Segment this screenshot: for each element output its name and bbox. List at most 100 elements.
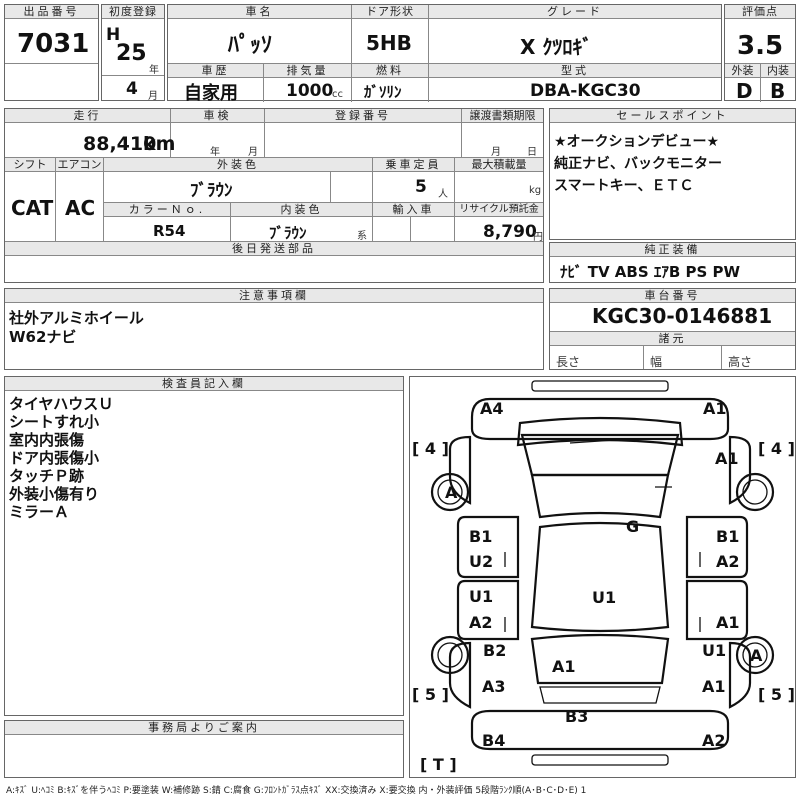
inspector-cell: 検査員記入欄 タイヤハウスＵ シートすれ小 室内内張傷 ドア内張傷小 タッチＰ跡… (4, 376, 404, 716)
grade-label: グレード (429, 5, 721, 19)
score-cell: 評価点 3.5 外装 内装 D B (724, 4, 796, 103)
damage-front-right: A1 (703, 399, 727, 418)
inspector-line-6: 外装小傷有り (9, 485, 100, 503)
inspection-month-unit: 月 (248, 147, 258, 158)
load-unit: kg (529, 185, 542, 196)
exterior-grade: D (736, 79, 753, 103)
inspector-line-3: 室内内張傷 (9, 431, 85, 449)
damage-right-door-2: A2 (716, 552, 740, 571)
caution-label: 注意事項欄 (5, 289, 543, 303)
details-block: 走行 車検 登録番号 譲渡書類期限 88,410 km 年 月 月 日 シフト … (4, 108, 544, 283)
equipment-cell: 純正装備 ﾅﾋﾞ TV ABS ｴｱB PS PW (549, 242, 796, 283)
office-label: 事務局よりご案内 (5, 721, 403, 735)
door-label: ドア形状 (352, 5, 428, 19)
lot-label: 出品番号 (5, 5, 98, 19)
displacement-unit: cc (332, 89, 343, 100)
caution-line-2: W62ナビ (9, 328, 77, 346)
dims-label: 諸元 (550, 332, 795, 346)
transfer-month: 月 (491, 147, 501, 158)
bracket-front-left: [ 4 ] (412, 439, 449, 458)
transfer-label: 譲渡書類期限 (462, 109, 543, 123)
registration-label: 初度登録 (102, 5, 164, 19)
displacement: 1000 (286, 81, 334, 101)
damage-right-fender: A1 (715, 449, 739, 468)
inspection-label: 車検 (171, 109, 264, 123)
damage-diagram: A4 A1 [ 4 ] [ 4 ] A1 A G B1 U2 B1 A2 U1 … (409, 376, 796, 778)
damage-right-rear-door: A1 (716, 613, 740, 632)
mileage: 88,410 (83, 133, 157, 155)
mileage-unit: km (143, 133, 176, 155)
damage-right-quarter: U1 (702, 641, 727, 660)
car-name: ﾊﾟｯｿ (228, 33, 273, 58)
interior-color-unit: 系 (357, 231, 367, 242)
registration-month: 4 (126, 79, 138, 99)
car-outline (430, 380, 775, 766)
sales-points-cell: セールスポイント ★オークションデビュー★ 純正ナビ、バックモニター スマートキ… (549, 108, 796, 240)
sales-point-2: 純正ナビ、バックモニター (554, 156, 722, 172)
damage-rear-left: B4 (482, 731, 506, 750)
model-label: 型式 (429, 64, 721, 78)
recycle-fee: 8,790 (483, 222, 537, 242)
legend: A:ｷｽﾞ U:ﾍｺﾐ B:ｷｽﾞを伴うﾍｺﾐ P:要塗装 W:補修跡 S:錆 … (6, 786, 587, 796)
lot-number: 7031 (17, 29, 90, 59)
bracket-front-right: [ 4 ] (758, 439, 795, 458)
damage-right-quarter-lower: A1 (702, 677, 726, 696)
length-label: 長さ (556, 355, 581, 369)
damage-left-rear-door-2: A2 (469, 613, 493, 632)
interior-grade-label: 内装 (761, 64, 795, 78)
damage-tire-rear-right: A (750, 646, 763, 665)
inspection-year-unit: 年 (210, 147, 220, 158)
grade: X ｸﾂﾛｷﾞ (520, 35, 593, 59)
damage-floor: U1 (592, 588, 617, 607)
damage-right-door-1: B1 (716, 527, 740, 546)
damage-front-left: A4 (480, 399, 504, 418)
bracket-rear-right: [ 5 ] (758, 685, 795, 704)
chassis-number: KGC30-0146881 (592, 304, 773, 328)
inspector-line-7: ミラーＡ (9, 503, 70, 521)
color-number: R54 (153, 222, 186, 240)
height-label: 高さ (728, 355, 753, 369)
damage-left-rear-door-1: U1 (469, 587, 494, 606)
sales-point-3: スマートキー、ＥＴＣ (554, 178, 694, 194)
capacity-label: 乗車定員 (373, 158, 454, 172)
sales-point-1: ★オークションデビュー★ (554, 134, 720, 150)
damage-tire-front-left: A (445, 483, 458, 502)
inspector-line-2: シートすれ小 (9, 413, 100, 431)
chassis-label: 車台番号 (550, 289, 795, 303)
score: 3.5 (737, 31, 784, 61)
damage-roof: G (626, 517, 640, 536)
mileage-label: 走行 (5, 109, 170, 123)
damage-left-quarter-lower: A3 (482, 677, 506, 696)
aircon-label: エアコン (56, 158, 103, 172)
width-label: 幅 (650, 355, 663, 369)
registration-year: 25 (116, 41, 147, 66)
sales-points-label: セールスポイント (550, 109, 795, 123)
load-label: 最大積載量 (455, 158, 543, 172)
capacity-unit: 人 (438, 189, 448, 200)
exterior-grade-label: 外装 (725, 64, 760, 78)
fuel-label: 燃料 (352, 64, 428, 78)
recycle-label: リサイクル預託金 (455, 203, 543, 217)
color-label: 外装色 (104, 158, 372, 172)
damage-rear-right: A2 (702, 731, 726, 750)
damage-left-quarter: B2 (483, 641, 507, 660)
registration-month-unit: 月 (148, 91, 158, 102)
equipment: ﾅﾋﾞ TV ABS ｴｱB PS PW (560, 263, 741, 281)
registration-year-unit: 年 (149, 65, 159, 76)
plate-label: 登録番号 (265, 109, 461, 123)
inspector-label: 検査員記入欄 (5, 377, 403, 391)
recycle-unit: 円 (533, 232, 543, 243)
import-label: 輸入車 (373, 203, 454, 217)
bracket-trunk: [ T ] (420, 755, 457, 774)
color: ﾌﾞﾗｳﾝ (190, 181, 233, 201)
registration-era: H (106, 25, 121, 45)
capacity: 5 (415, 177, 427, 197)
transfer-day: 日 (527, 147, 537, 158)
displacement-label: 排気量 (264, 64, 351, 78)
shift: CAT (11, 196, 54, 220)
office-cell: 事務局よりご案内 (4, 720, 404, 778)
registration-cell: 初度登録 H 25 年 4 月 (101, 4, 165, 102)
damage-rear-center: B3 (565, 707, 589, 726)
equipment-label: 純正装備 (550, 243, 795, 257)
chassis-cell: 車台番号 KGC30-0146881 諸元 長さ 幅 高さ (549, 288, 796, 370)
